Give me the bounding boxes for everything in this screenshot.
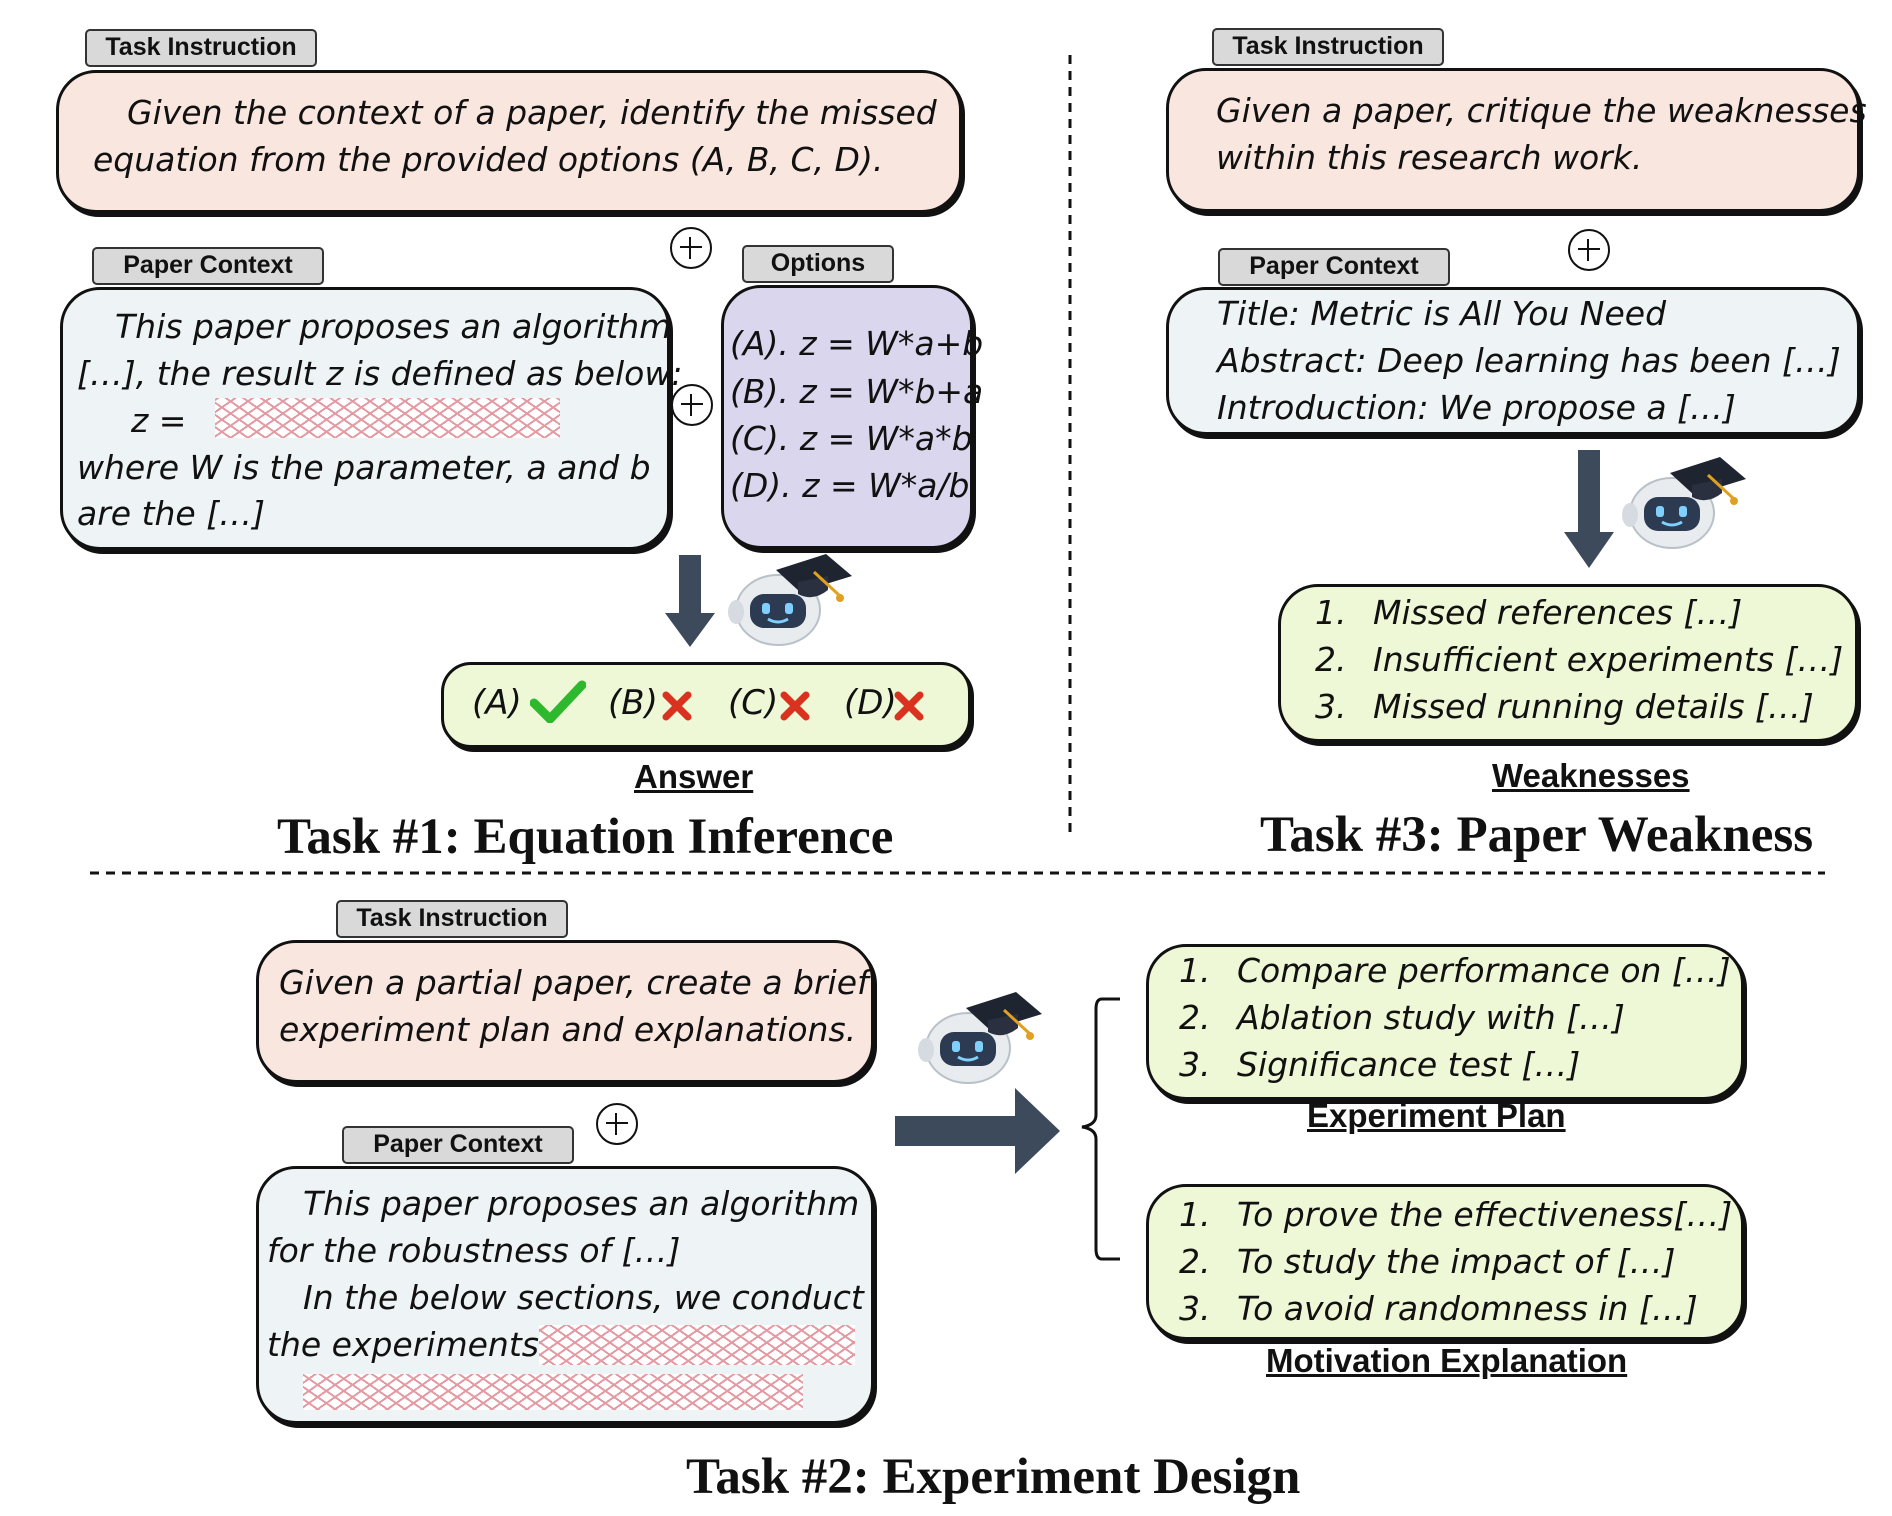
- task2-instruction-line-2: experiment plan and explanations.: [279, 1010, 857, 1049]
- task2-masked-experiments-1: [539, 1325, 855, 1365]
- task1-context-tag: Paper Context: [92, 247, 324, 285]
- task3-instruction-tag: Task Instruction: [1212, 28, 1444, 66]
- task2-motivation-item-2: 2.To study the impact of […]: [1179, 1242, 1676, 1281]
- task2-motivation-item-3: 3.To avoid randomness in […]: [1179, 1289, 1698, 1328]
- task1-context-line-4: where W is the parameter, a and b: [77, 448, 651, 487]
- task2-right-arrow: [895, 1088, 1060, 1174]
- task1-answer-a: (A): [472, 683, 522, 723]
- task1-context-line-1: This paper proposes an algorithm: [115, 307, 672, 346]
- task1-option-d: (D). z = W*a/b: [730, 466, 970, 505]
- task2-plan-item-3: 3.Significance test […]: [1179, 1045, 1581, 1084]
- task3-weakness-2: 2.Insufficient experiments […]: [1315, 640, 1844, 679]
- task1-plus-icon-mid: [671, 384, 713, 426]
- task3-weakness-1: 1.Missed references […]: [1315, 593, 1743, 632]
- task1-option-a: (A). z = W*a+b: [730, 324, 984, 363]
- task1-instruction-tag: Task Instruction: [85, 29, 317, 67]
- task1-answer-c: (C): [728, 683, 779, 723]
- task2-robot-icon: [918, 992, 1042, 1084]
- task2-brace: [1081, 997, 1120, 1261]
- task1-context-box: This paper proposes an algorithm […], th…: [60, 287, 682, 550]
- task3-down-arrow: [1564, 450, 1614, 568]
- task1-instruction-line-2: equation from the provided options (A, B…: [93, 140, 884, 179]
- task2-motivation-label: Motivation Explanation: [1266, 1342, 1628, 1379]
- task1-context-line-5: are the […]: [77, 494, 265, 533]
- task3-instruction-line-2: within this research work.: [1216, 138, 1643, 177]
- task3-context-line-1: Title: Metric is All You Need: [1217, 294, 1667, 333]
- task1-options-box: (A). z = W*a+b (B). z = W*b+a (C). z = W…: [721, 285, 983, 549]
- cross-icon: [780, 691, 810, 721]
- task2-context-line-3: In the below sections, we conduct: [303, 1278, 864, 1317]
- task2-instruction-box: Given a partial paper, create a brief ex…: [256, 940, 874, 1083]
- task1-context-line-2: […], the result z is defined as below:: [77, 354, 683, 393]
- task1-instruction-line-1: Given the context of a paper, identify t…: [127, 93, 937, 132]
- task2-motivation-box: 1.To prove the effectiveness[…] 2.To stu…: [1146, 1184, 1744, 1340]
- task1-instruction-box: Given the context of a paper, identify t…: [56, 70, 962, 213]
- task2-context-line-4: the experiments: [267, 1325, 539, 1364]
- task1-answer-box: (A) (B) (C) (D): [441, 662, 971, 748]
- task1-answer-label: Answer: [634, 758, 754, 795]
- task3-context-line-2: Abstract: Deep learning has been […]: [1217, 341, 1841, 380]
- task3-weaknesses-label: Weaknesses: [1492, 757, 1690, 794]
- task1-robot-icon: [728, 554, 852, 646]
- task3-instruction-box: Given a paper, critique the weaknesses w…: [1166, 68, 1867, 212]
- task1-title: Task #1: Equation Inference: [277, 809, 894, 865]
- task2-context-tag: Paper Context: [342, 1126, 574, 1164]
- task2-context-line-1: This paper proposes an algorithm: [303, 1184, 860, 1223]
- task1-down-arrow: [665, 555, 715, 647]
- task2-plan-item-1: 1.Compare performance on […]: [1179, 951, 1731, 990]
- task1-option-b: (B). z = W*b+a: [730, 372, 984, 411]
- task2-plan-box: 1.Compare performance on […] 2.Ablation …: [1146, 944, 1744, 1100]
- task3-weaknesses-box: 1.Missed references […] 2.Insufficient e…: [1278, 584, 1858, 742]
- task2-plan-item-2: 2.Ablation study with […]: [1179, 998, 1625, 1037]
- task2-plus-icon: [596, 1103, 638, 1145]
- task3-instruction-line-1: Given a paper, critique the weaknesses: [1216, 91, 1867, 130]
- task1-answer-d: (D): [844, 683, 897, 723]
- task1-masked-equation: [215, 398, 560, 438]
- task2-instruction-tag: Task Instruction: [336, 900, 568, 938]
- task2-motivation-item-1: 1.To prove the effectiveness[…]: [1179, 1195, 1733, 1234]
- task1-plus-icon-top: [670, 227, 712, 269]
- task2-instruction-line-1: Given a partial paper, create a brief: [279, 963, 869, 1002]
- cross-icon: [894, 691, 924, 721]
- task3-weakness-3: 3.Missed running details […]: [1315, 687, 1814, 726]
- task2-context-line-2: for the robustness of […]: [267, 1231, 681, 1270]
- task3-context-box: Title: Metric is All You Need Abstract: …: [1166, 287, 1860, 435]
- task1-context-line-3: z =: [131, 401, 187, 440]
- cross-icon: [662, 691, 692, 721]
- check-icon: [530, 680, 586, 723]
- task2-plan-label: Experiment Plan: [1307, 1097, 1566, 1134]
- task2-context-box: This paper proposes an algorithm for the…: [256, 1166, 874, 1424]
- task1-option-c: (C). z = W*a*b: [730, 419, 973, 458]
- task1-answer-b: (B): [608, 683, 658, 723]
- task3-context-line-3: Introduction: We propose a […]: [1217, 388, 1736, 427]
- task3-context-tag: Paper Context: [1218, 248, 1450, 286]
- task3-robot-icon: [1622, 457, 1746, 549]
- task2-title: Task #2: Experiment Design: [686, 1449, 1301, 1505]
- task3-plus-icon: [1568, 229, 1610, 271]
- task2-masked-experiments-2: [303, 1374, 803, 1410]
- task1-options-tag: Options: [742, 245, 894, 283]
- task3-title: Task #3: Paper Weakness: [1260, 807, 1814, 863]
